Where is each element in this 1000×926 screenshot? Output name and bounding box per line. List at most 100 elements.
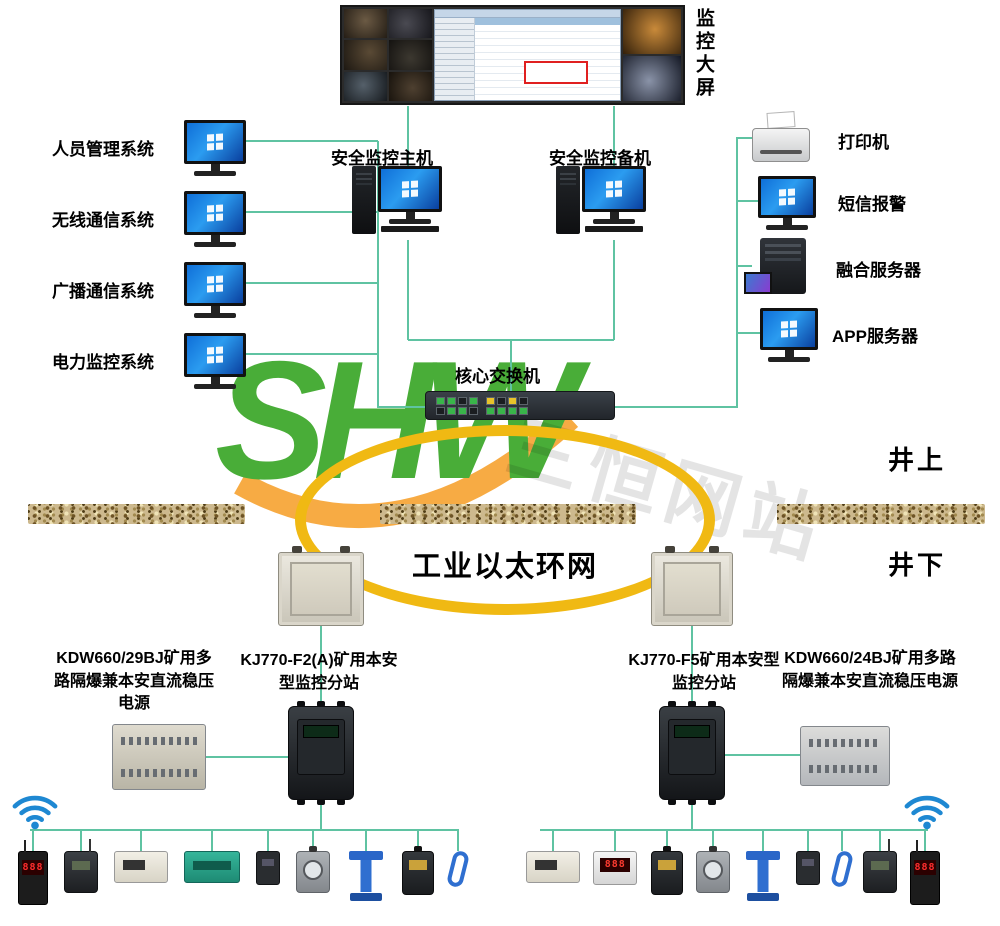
camera-cell: [389, 40, 432, 70]
sensor-device-icon: 888: [593, 851, 638, 885]
monitor-screen: [184, 261, 246, 306]
sensor-device-icon: [650, 851, 683, 895]
camera-cell: [623, 56, 681, 101]
monitor-screen: [758, 176, 816, 218]
junction-box-left: [278, 546, 364, 626]
sensor: [445, 829, 471, 889]
sensor-display: [350, 893, 382, 901]
sensor: 888: [593, 829, 638, 885]
backup-host-computer: [556, 166, 646, 234]
system-label: 无线通信系统: [52, 211, 154, 230]
monitor-stand: [210, 234, 220, 242]
pc-tower-icon: [352, 166, 376, 234]
video-wall-label: 监控大屏: [693, 8, 714, 100]
cable-gland: [339, 546, 350, 553]
cable-gland: [664, 546, 675, 553]
monitor-icon: [184, 261, 246, 318]
sensor: [256, 829, 280, 885]
primary-host-computer: [352, 166, 442, 234]
monitor-base: [194, 241, 236, 247]
camera-cell: [344, 9, 387, 39]
sensor-device-icon: [184, 851, 240, 883]
printer-icon: [752, 111, 810, 162]
system-row: 无线通信系统: [52, 183, 246, 254]
sensor: [829, 829, 854, 889]
sensor: [862, 829, 897, 893]
sensor-display: 888: [600, 858, 631, 872]
wall-software-screen: [434, 9, 621, 101]
left-systems: 人员管理系统 无线通信系统: [52, 112, 246, 396]
windows-logo-icon: [779, 188, 795, 206]
pc-tower-icon: [556, 166, 580, 234]
monitor-screen: [378, 166, 442, 212]
ring-label: 工业以太环网: [411, 551, 598, 583]
core-switch-icon: [425, 391, 615, 420]
monitor-icon: [184, 332, 246, 389]
system-row: 广播通信系统: [52, 254, 246, 325]
sensor-device-icon: [743, 851, 783, 901]
ground-strip-right: [777, 504, 985, 524]
monitor-screen: [184, 119, 246, 164]
right-station-label: KJ770-F5矿用本安型监控分站: [628, 652, 780, 692]
monitor-stand: [210, 376, 220, 384]
windows-logo-icon: [781, 320, 797, 338]
system-label: 广播通信系统: [52, 282, 154, 301]
system-row: 电力监控系统: [52, 325, 246, 396]
switch-ports: [436, 396, 478, 415]
windows-logo-icon: [207, 345, 223, 364]
windows-logo-icon: [207, 132, 223, 151]
sensor-device-icon: [862, 839, 897, 893]
sensor: [650, 829, 683, 895]
switch-ports: [486, 396, 528, 415]
sensor-group-left: 888: [18, 829, 471, 905]
sensor: 888: [910, 829, 940, 905]
monitor-icon: [184, 190, 246, 247]
printer-body: [752, 128, 810, 162]
monitor-base: [194, 170, 236, 176]
primary-host-label: 安全监控主机: [331, 149, 433, 168]
sensor: [526, 829, 580, 883]
keyboard-icon: [381, 226, 439, 232]
sms-alarm-label: 短信报警: [838, 195, 906, 214]
substation-left: [288, 701, 354, 805]
monitor-stand: [210, 163, 220, 171]
windows-logo-icon: [207, 203, 223, 222]
camera-grid: [344, 9, 432, 101]
substation-display: [303, 725, 339, 738]
camera-cell: [344, 71, 387, 101]
sensor-device-icon: [829, 849, 854, 889]
core-switch-label: 核心交换机: [455, 367, 540, 386]
sensor-device-icon: [296, 851, 330, 893]
sms-alarm-monitor: [758, 176, 816, 230]
monitor-screen: [184, 332, 246, 377]
sensor: 888: [18, 829, 48, 905]
printer-paper: [766, 111, 796, 129]
wall-app-highlight-box: [524, 61, 589, 84]
app-server-monitor: [760, 308, 818, 362]
sensor-device-icon: [64, 839, 98, 893]
monitor-icon: [184, 119, 246, 176]
power-supply-right: [800, 726, 890, 786]
system-label: 人员管理系统: [52, 140, 154, 159]
left-power-label: KDW660/29BJ矿用多路隔爆兼本安直流稳压电源: [53, 650, 214, 713]
monitoring-video-wall: [340, 5, 685, 105]
sensor-device-icon: 888: [18, 840, 48, 905]
wall-app-table: [475, 25, 620, 100]
sensor: [184, 829, 240, 883]
camera-cell: [344, 40, 387, 70]
monitor-stand: [210, 305, 220, 313]
left-station-label: KJ770-F2(A)矿用本安型监控分站: [240, 652, 398, 692]
wifi-icon: [12, 795, 58, 830]
backup-host-label: 安全监控备机: [549, 149, 651, 168]
fusion-server-icon: [744, 238, 806, 294]
camera-cell: [389, 71, 432, 101]
junction-box-right: [651, 546, 733, 626]
server-screen: [744, 272, 772, 294]
system-label: 电力监控系统: [52, 353, 154, 372]
substation-right: [659, 701, 725, 805]
sensor: [796, 829, 821, 885]
sensor-group-right: 888: [526, 829, 940, 905]
fusion-server-label: 融合服务器: [836, 261, 921, 280]
power-supply-left: [112, 724, 206, 790]
